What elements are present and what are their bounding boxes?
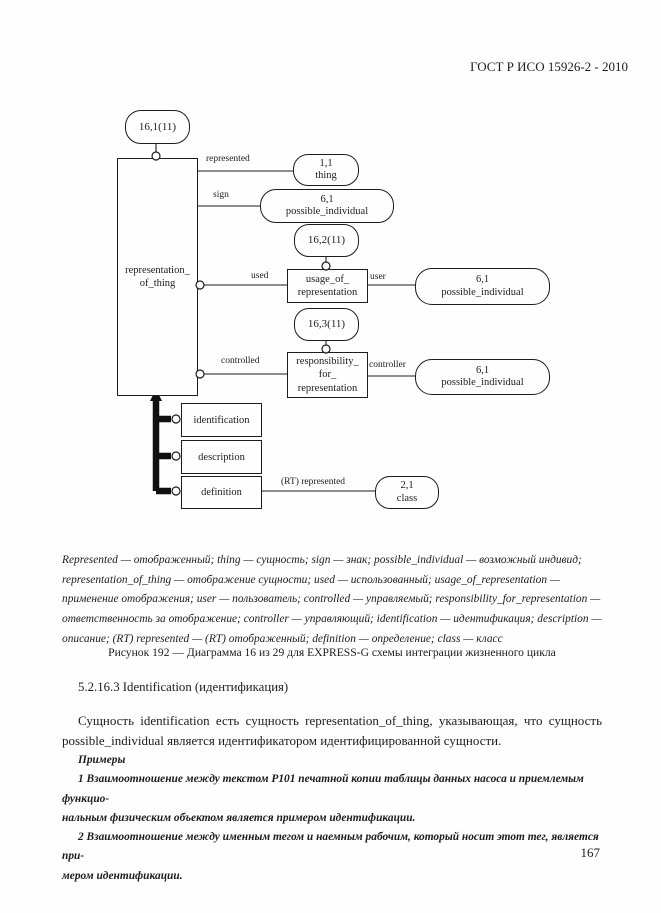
external-name: possible_individual [441,377,524,388]
external-name: thing [315,170,337,181]
circle-definition-connection [171,486,181,496]
external-name: possible_individual [441,286,524,298]
legend-line: representation_of_thing — отображение су… [62,573,561,586]
page-ref-label: 16,3(11) [307,318,346,331]
external-ref: 1,1 [319,157,333,169]
attr-label-used: used [251,271,269,281]
example-line: 2 Взаимоотношение между именным тегом и … [62,831,599,863]
page-ref-16-1: 16,1(11) [125,110,190,144]
legend-line: ответственность за отображение; controll… [62,613,602,626]
external-name: class [396,492,418,504]
entity-label: responsibility_ [296,355,359,367]
external-ref: 6,1 [475,364,490,376]
entity-label: definition [201,487,242,498]
page-ref-label: 16,2(11) [307,234,346,247]
section-heading: 5.2.16.3 Identification (идентификация) [78,680,289,694]
examples-title: Примеры [78,754,126,766]
attr-label-sign: sign [213,190,229,200]
external-entity-possible-individual-user: 6,1 possible_individual [415,268,550,305]
circle-description-connection [171,451,181,461]
entity-usage-of-representation: usage_of_ representation [287,269,368,303]
entity-label: representation_ [125,265,190,276]
circle-identification-connection [171,414,181,424]
entity-representation-of-thing: representation_ of_thing [117,158,198,396]
section-paragraph: Сущность identification есть сущность re… [62,713,602,748]
entity-description: description [181,440,262,474]
entity-definition: definition [181,476,262,509]
entity-label: of_thing [139,278,176,289]
entity-identification: identification [181,403,262,437]
entity-label: identification [193,414,250,426]
external-ref: 2,1 [400,480,414,491]
page-ref-16-3: 16,3(11) [294,308,359,341]
page-ref-label: 16,1(11) [138,120,177,133]
external-entity-possible-individual-sign: 6,1 possible_individual [260,189,394,223]
external-entity-possible-individual-controller: 6,1 possible_individual [415,359,550,395]
page-ref-16-2: 16,2(11) [294,224,359,257]
legend-line: Represented — отображенный; thing — сущн… [62,554,582,566]
attr-label-controller: controller [369,360,406,370]
attr-label-represented: represented [206,154,250,164]
external-entity-thing: 1,1 thing [293,154,359,186]
standard-number-header: ГОСТ Р ИСО 15926-2 - 2010 [470,59,628,74]
figure-legend: Represented — отображенный; thing — сущн… [62,551,605,650]
entity-label: representation [297,287,358,298]
external-entity-class: 2,1 class [375,476,439,509]
legend-line: применение отображения; user — пользоват… [62,593,601,606]
entity-label: description [198,451,245,463]
example-line: нальным физическим объектом является при… [62,811,416,824]
entity-label: for_ [318,369,337,381]
attr-label-controlled: controlled [221,356,260,366]
legend-line: описание; (RT) represented — (RT) отобра… [62,632,503,645]
page-number: 167 [580,845,601,860]
external-ref: 6,1 [475,274,490,285]
subtype-tree-lines [152,397,171,495]
attr-label-user: user [370,272,386,282]
entity-label: representation [297,382,358,394]
figure-caption: Рисунок 192 — Диаграмма 16 из 29 для EXP… [108,646,556,659]
entity-responsibility-for-representation: responsibility_ for_ representation [287,352,368,398]
examples-block: Примеры 1 Взаимоотношение между текстом … [62,751,605,886]
entity-label: usage_of_ [305,274,350,285]
attr-label-rt-represented: (RT) represented [281,477,346,487]
external-ref: 6,1 [320,193,334,205]
external-name: possible_individual [285,206,369,217]
example-line: 1 Взаимоотношение между текстом Р101 печ… [62,773,584,805]
example-line: мером идентификации. [62,869,183,882]
